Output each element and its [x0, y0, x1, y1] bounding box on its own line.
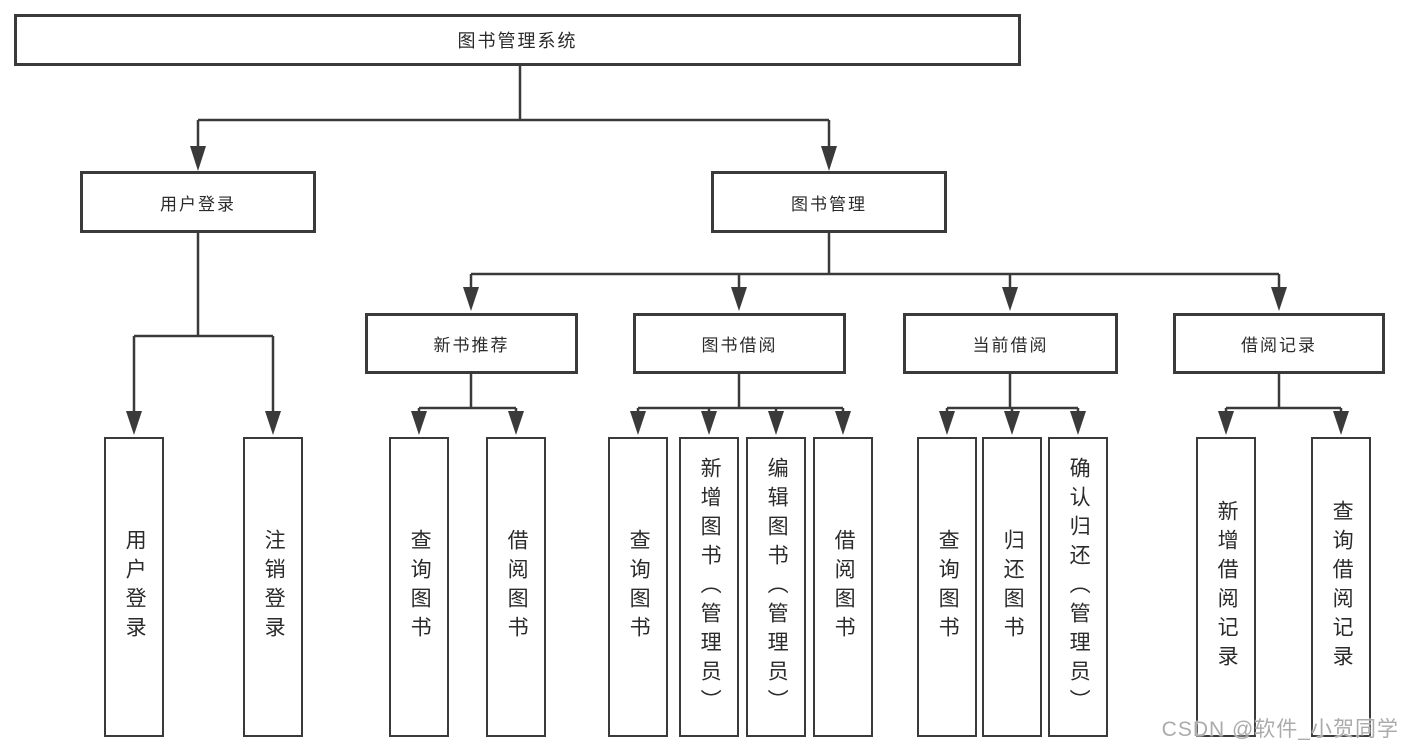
node-borrowing-records: 借阅记录	[1173, 313, 1385, 374]
node-current-borrowing: 当前借阅	[903, 313, 1118, 374]
csdn-watermark: CSDN @软件_小贺同学	[1161, 718, 1399, 741]
node-book-management: 图书管理	[711, 171, 947, 233]
leaf-query-books-1: 查询图书	[389, 437, 449, 737]
leaf-logout: 注销登录	[243, 437, 303, 737]
node-book-borrowing: 图书借阅	[633, 313, 846, 374]
leaf-query-books-3: 查询图书	[917, 437, 977, 737]
leaf-add-borrow-record: 新增借阅记录	[1196, 437, 1256, 737]
node-new-book-recommendation: 新书推荐	[365, 313, 578, 374]
node-user-login: 用户登录	[80, 171, 316, 233]
leaf-borrow-books-2: 借阅图书	[813, 437, 873, 737]
leaf-return-book: 归还图书	[982, 437, 1042, 737]
leaf-query-borrow-record: 查询借阅记录	[1311, 437, 1371, 737]
node-library-management-system: 图书管理系统	[14, 14, 1021, 66]
leaf-borrow-books-1: 借阅图书	[486, 437, 546, 737]
leaf-add-book-admin: 新增图书（管理员）	[679, 437, 739, 737]
leaf-query-books-2: 查询图书	[608, 437, 668, 737]
leaf-edit-book-admin: 编辑图书（管理员）	[746, 437, 806, 737]
leaf-confirm-return-admin: 确认归还（管理员）	[1048, 437, 1108, 737]
leaf-user-login: 用户登录	[104, 437, 164, 737]
